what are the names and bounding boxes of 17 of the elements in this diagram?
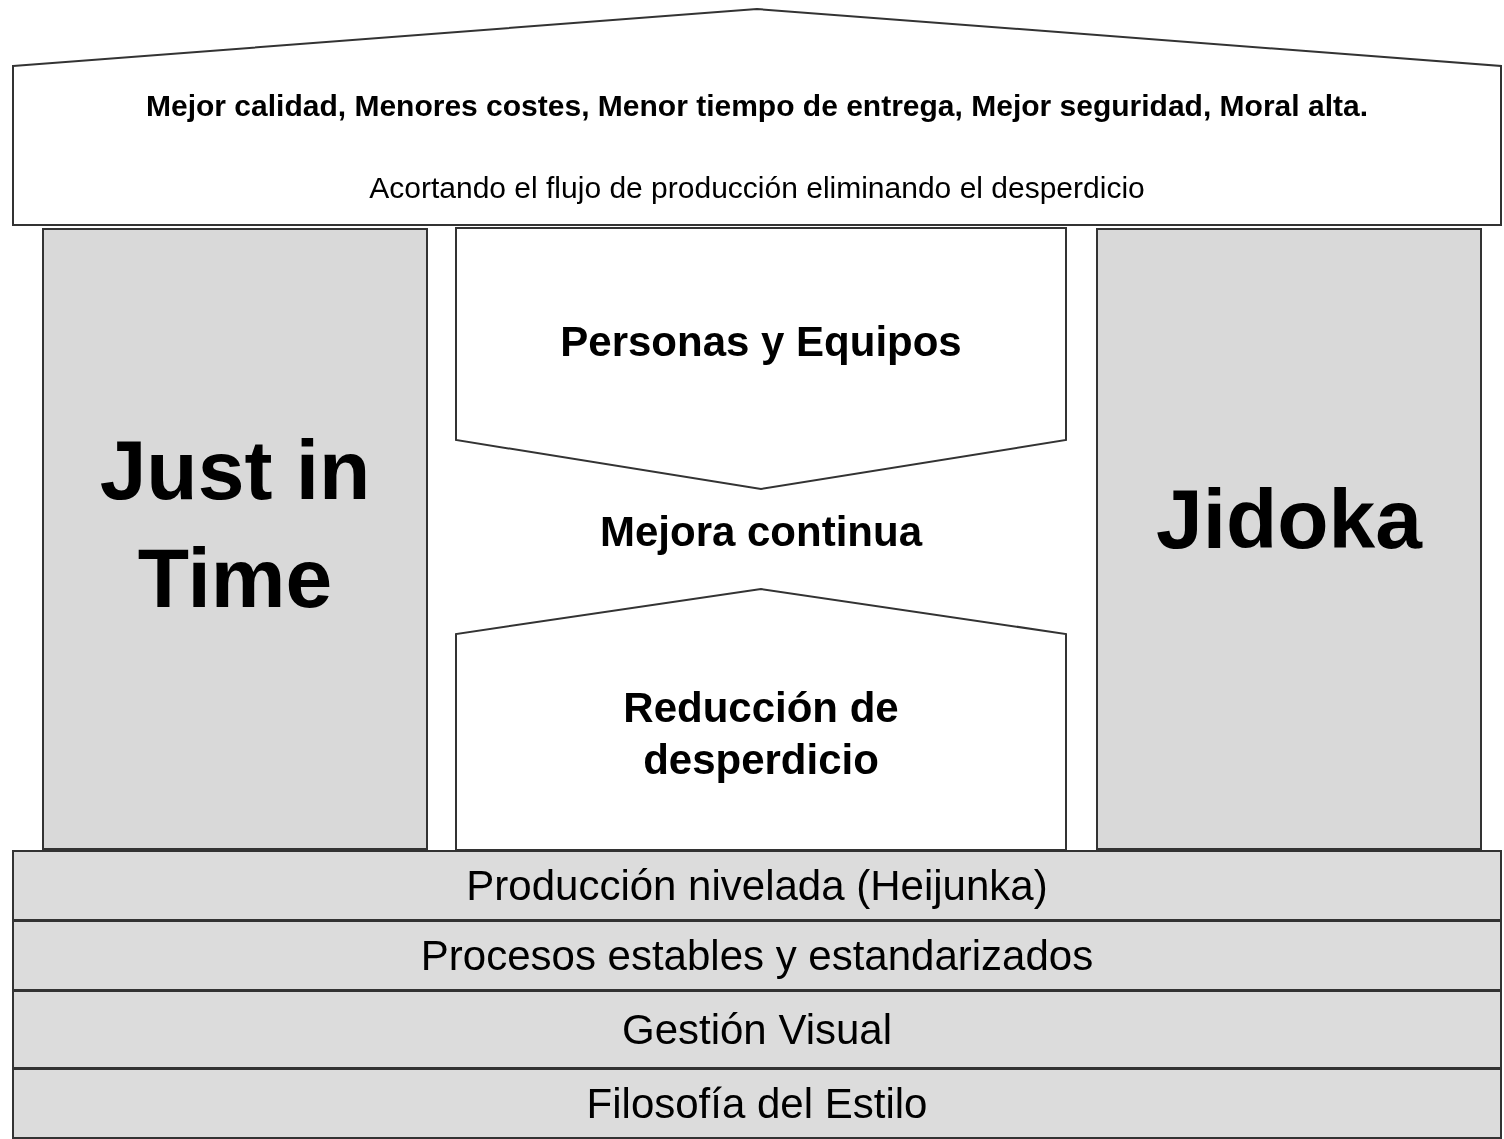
band-label: Producción nivelada (Heijunka) xyxy=(466,861,1048,910)
pillar xyxy=(42,228,428,850)
banner-label: Reducción de desperdicio xyxy=(622,683,900,785)
banner-label: Personas y Equipos xyxy=(559,317,963,367)
band-label: Gestión Visual xyxy=(621,1005,892,1054)
band-label: Filosofía del Estilo xyxy=(586,1079,928,1128)
pillar xyxy=(1096,228,1482,850)
foundation-band xyxy=(12,850,1502,921)
pillar-label: Jidoka xyxy=(1154,471,1424,568)
roof-subtitle: Acortando el flujo de producción eliminando el desperdicio xyxy=(368,170,1146,206)
foundation-band xyxy=(12,1068,1502,1139)
foundation-band xyxy=(12,920,1502,991)
pillar-label: Just in Time xyxy=(98,422,372,627)
roof-heading: Mejor calidad, Menores costes, Menor tiempo de entrega, Mejor seguridad, Moral alta. xyxy=(145,88,1369,124)
band-label: Procesos estables y estandarizados xyxy=(420,931,1094,980)
center-label: Mejora continua xyxy=(598,508,924,556)
foundation-band xyxy=(12,990,1502,1069)
